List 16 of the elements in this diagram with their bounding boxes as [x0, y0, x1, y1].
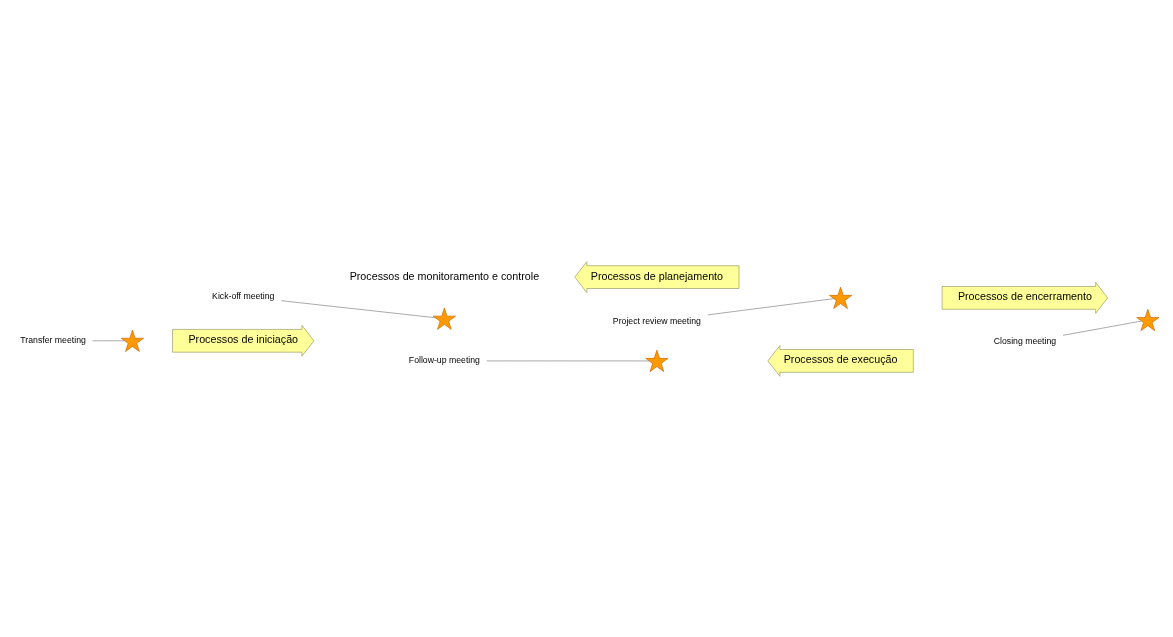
node-text: Project review meeting — [612, 315, 701, 326]
node-text: Kick-off meeting — [212, 290, 275, 301]
label: Processos de monitoramento e controle — [349, 269, 540, 282]
connector — [92, 339, 125, 341]
node-text: Transfer meeting — [20, 334, 86, 345]
node-star — [645, 349, 669, 372]
node-star — [1136, 308, 1160, 331]
connector — [1062, 320, 1142, 336]
connector — [486, 360, 650, 361]
node-star — [432, 307, 456, 330]
node-star — [120, 329, 144, 352]
node-text: Follow-up meeting — [408, 354, 480, 365]
node-star — [829, 286, 853, 309]
connector — [280, 299, 436, 318]
connector — [707, 297, 835, 315]
node-text: Closing meeting — [993, 335, 1057, 346]
